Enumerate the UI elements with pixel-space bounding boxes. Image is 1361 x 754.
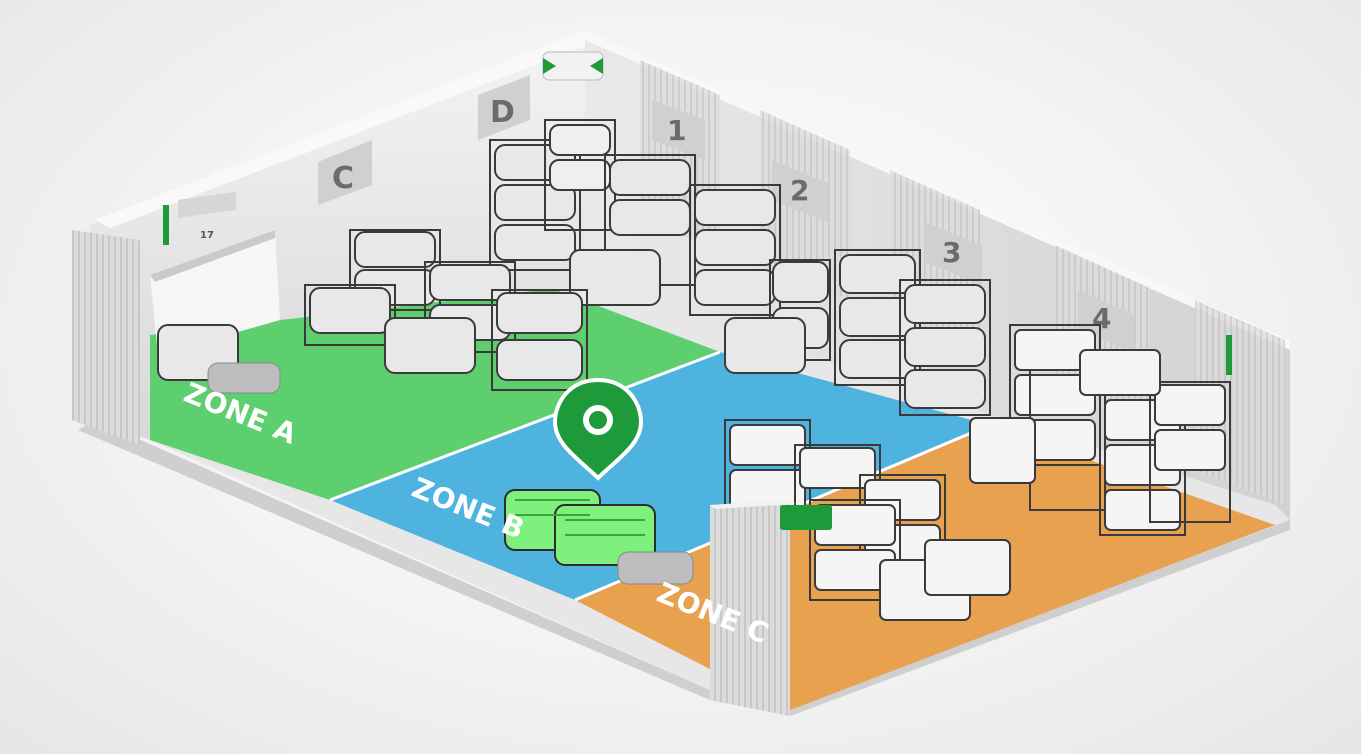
dock-label-3: 3 — [942, 236, 961, 269]
back-left-wall — [72, 30, 605, 445]
agv-robot-icon — [207, 362, 694, 585]
wall-sign-c: C — [318, 140, 372, 205]
sensor-icon — [163, 51, 1232, 375]
dock-label-1: 1 — [667, 114, 686, 147]
rack-group-zone-c — [724, 324, 1231, 621]
dock-label-4: 4 — [1092, 302, 1111, 335]
wall-sign-2: 2 — [772, 160, 828, 222]
storage-racks — [157, 119, 1231, 621]
rack-group-dock — [724, 249, 991, 416]
front-pillar — [710, 500, 832, 716]
dock-label-2: 2 — [790, 174, 809, 207]
rack-group-d — [489, 119, 781, 316]
wall-sign-d: D — [478, 75, 530, 140]
wall-label-d: D — [490, 95, 515, 130]
zone-b-floor — [330, 352, 990, 600]
door-number-label: 17 — [200, 230, 214, 241]
map-pin-icon[interactable] — [552, 377, 644, 481]
highlighted-rack — [504, 489, 656, 566]
rack-group-zone-a — [157, 229, 588, 391]
wall-signs: C D 1 2 3 4 17 — [200, 75, 1135, 352]
wall-sign-4: 4 — [1078, 290, 1135, 352]
wall-label-c: C — [332, 161, 354, 196]
wall-sign-1: 1 — [652, 100, 705, 160]
wall-sign-3: 3 — [925, 222, 982, 285]
